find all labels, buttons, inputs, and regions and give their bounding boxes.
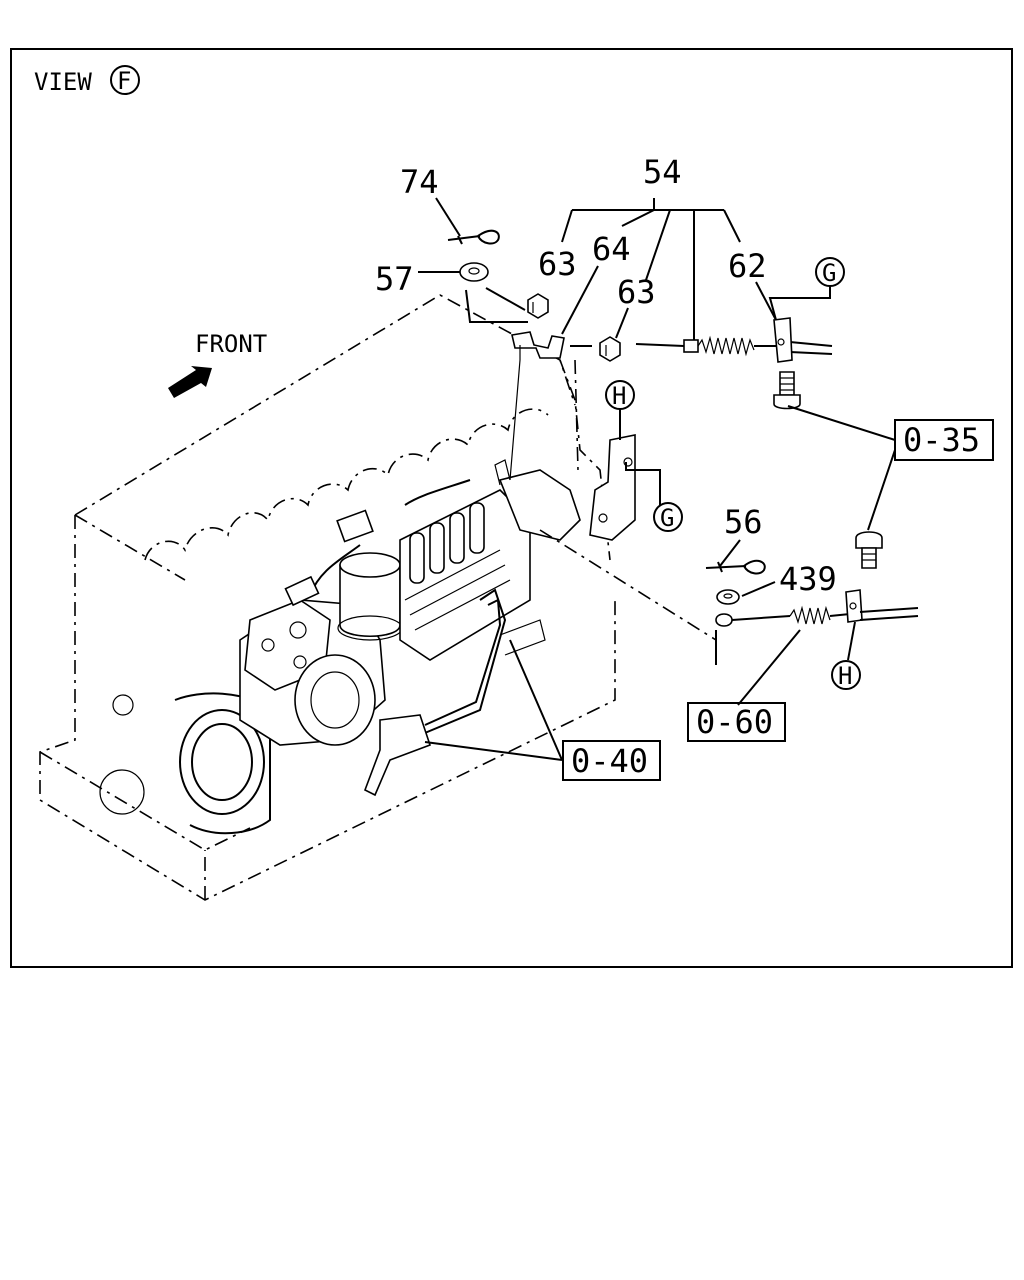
diagram-frame (10, 48, 1013, 968)
callout-64: 64 (592, 230, 631, 268)
callout-74-leader (435, 197, 461, 237)
washer-57-guide-2 (485, 287, 526, 311)
connector-g-top-label: G (822, 259, 836, 287)
bracket-h (589, 434, 636, 541)
ref-040-box (562, 740, 661, 781)
connector-g-top-leader (768, 286, 831, 321)
connector-g-mid-label: G (660, 504, 674, 532)
callout-63b-leader (615, 307, 629, 339)
callout-64-leader (561, 265, 599, 335)
connector-h-bottom-leader (847, 621, 856, 661)
callout-54-bracket (561, 198, 741, 340)
callout-62-leader (755, 281, 777, 321)
front-label: FRONT (195, 330, 267, 358)
view-letter: F (117, 67, 131, 95)
ref-040-leaders (424, 639, 563, 761)
ref-035-leaders (787, 405, 896, 531)
callout-56-leader (719, 539, 741, 567)
ref-040: 0-40 (571, 742, 648, 780)
nut-63b-icon (599, 336, 621, 362)
callout-54: 54 (643, 153, 682, 191)
connector-g-mid-leader (625, 462, 661, 505)
bracket-62-icon (773, 317, 793, 363)
ref-035-box (894, 419, 994, 461)
view-label: VIEW (34, 68, 92, 96)
injection-pump-assembly (174, 459, 581, 835)
bolt-upper-icon (773, 371, 801, 410)
lower-cable-assembly (715, 589, 919, 627)
ref-060: 0-60 (696, 703, 773, 741)
washer-439-icon (716, 589, 740, 605)
connector-h-bottom-label: H (838, 662, 852, 690)
callout-63b: 63 (617, 273, 656, 311)
connector-h-bottom-circle (831, 660, 861, 690)
pin-56-icon (705, 559, 766, 575)
cable-route-line (539, 529, 717, 641)
callout-439: 439 (779, 560, 837, 598)
bolt-lower-icon (855, 531, 883, 569)
ref-060-box (687, 702, 786, 742)
lever-64-icon (509, 331, 579, 481)
callout-57: 57 (375, 260, 414, 298)
callout-63a: 63 (538, 245, 577, 283)
nut-63a-icon (527, 293, 549, 319)
washer-57-icon (459, 262, 489, 282)
view-letter-circle (110, 65, 140, 95)
washer-57-guide (465, 289, 528, 323)
callout-62: 62 (728, 247, 767, 285)
front-arrow-icon (168, 366, 212, 398)
callout-74: 74 (400, 163, 439, 201)
callout-56: 56 (724, 503, 763, 541)
callout-439-leader (741, 581, 776, 597)
connector-h-top-label: H (612, 382, 626, 410)
connector-g-mid-circle (653, 502, 683, 532)
pin-74-icon (447, 229, 500, 245)
ref-035: 0-35 (903, 421, 980, 459)
accelerator-cable-54 (635, 335, 833, 357)
ref-060-leader (737, 629, 801, 706)
